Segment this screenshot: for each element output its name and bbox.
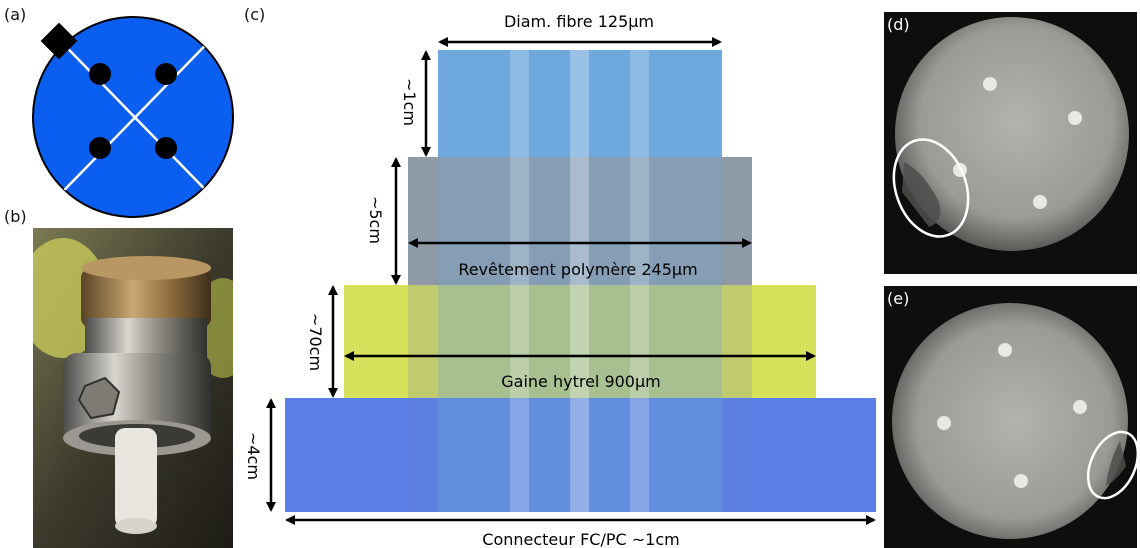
- len-4cm-label: ~4cm: [244, 432, 263, 480]
- len-70cm-label: ~70cm: [306, 313, 325, 371]
- fibre-block: [438, 50, 722, 157]
- panel-label-a: (a): [4, 5, 27, 24]
- connector-photo: [33, 228, 233, 548]
- coating-overlay: [408, 285, 752, 398]
- connector-block: [285, 398, 876, 512]
- microscope-image-e: [884, 286, 1137, 548]
- fibre-hole: [89, 63, 111, 85]
- diam-fibre-label: Diam. fibre 125µm: [504, 12, 654, 31]
- panel-label-e: (e): [887, 289, 910, 308]
- fibre-stripe: [630, 50, 649, 512]
- connecteur-label: Connecteur FC/PC ~1cm: [482, 530, 679, 548]
- panel-label-c: (c): [244, 5, 266, 24]
- polymer-coating-block: [408, 157, 752, 285]
- revetement-label: Revêtement polymère 245µm: [458, 260, 697, 279]
- cross-line: [39, 19, 231, 216]
- len-5cm-label: ~5cm: [366, 196, 385, 244]
- gaine-label: Gaine hytrel 900µm: [501, 372, 661, 391]
- panel-label-b: (b): [4, 207, 27, 226]
- hytrel-jacket-block: [344, 285, 816, 398]
- fibre-stripe: [510, 50, 529, 512]
- coating-overlay: [408, 398, 752, 512]
- fibre-stripe: [570, 50, 589, 512]
- microscope-image-d: [884, 12, 1137, 274]
- fibre-hole: [155, 137, 177, 159]
- fibre-hole: [155, 63, 177, 85]
- fibre-hole: [89, 137, 111, 159]
- len-1cm-label: ~1cm: [400, 78, 419, 126]
- panel-label-d: (d): [887, 15, 910, 34]
- fibre-overlay: [438, 157, 722, 512]
